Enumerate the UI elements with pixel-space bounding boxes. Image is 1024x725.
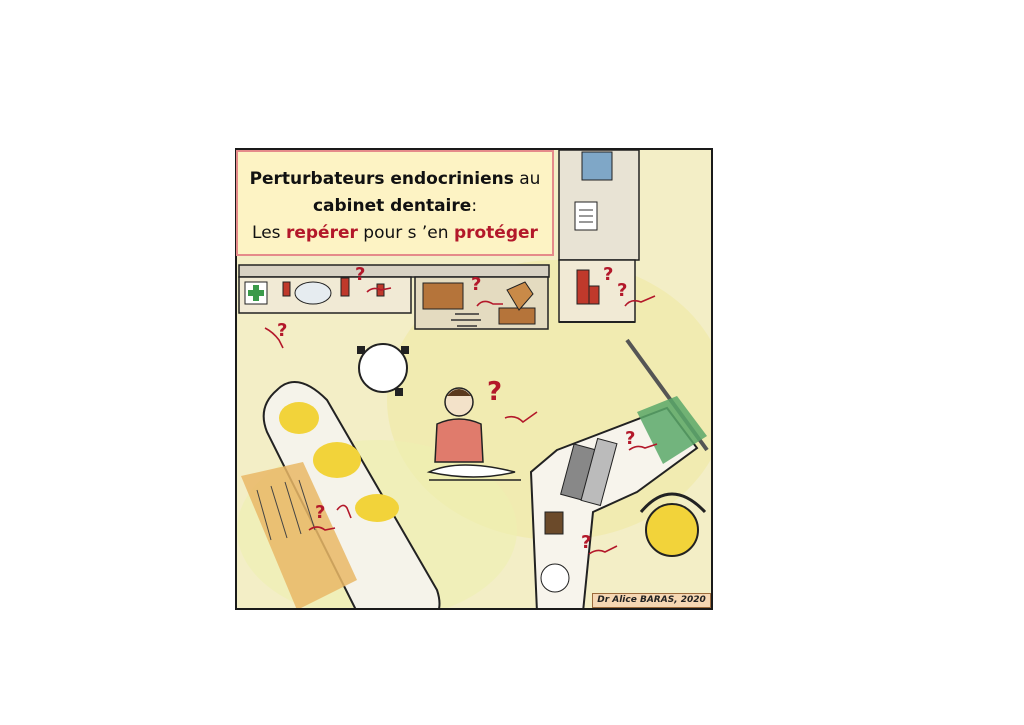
rug <box>241 462 357 608</box>
title-line-2-rest: : <box>471 196 478 216</box>
title-line-3-red1: repérer <box>285 223 358 243</box>
title-line-3-red2: protéger <box>453 223 538 243</box>
title-line-3-b: pour s ’en <box>363 223 449 243</box>
title-line-3-a: Les <box>252 223 281 243</box>
question-mark-icon: ? <box>617 280 627 301</box>
title-line-1: Perturbateurs endocriniens au <box>238 166 552 193</box>
pointing-hand-icon <box>504 411 538 424</box>
first-aid-cross-icon <box>244 281 268 305</box>
desk <box>529 396 707 608</box>
author-credit: Dr Alice BARAS, 2020 <box>592 593 711 608</box>
question-mark-icon: ? <box>581 532 591 553</box>
office-chair <box>639 492 707 557</box>
question-mark-icon: ? <box>603 264 613 285</box>
right-cabinet <box>558 150 640 323</box>
title-line-3: Les repérer pour s ’en protéger <box>238 220 552 247</box>
sink-icon <box>294 281 332 305</box>
question-mark-icon: ? <box>487 377 502 407</box>
seated-person <box>426 387 521 481</box>
pointing-hand-icon <box>336 504 352 519</box>
question-mark-icon: ? <box>625 428 635 449</box>
stool-icon <box>357 343 409 396</box>
pointing-hand-icon <box>628 443 658 451</box>
pointing-hand-icon <box>588 545 618 555</box>
wooden-tools-icon <box>422 281 536 327</box>
question-mark-icon: ? <box>471 274 481 295</box>
question-mark-icon: ? <box>315 502 325 523</box>
pointing-hand-icon <box>366 287 392 293</box>
title-line-2: cabinet dentaire: <box>238 193 552 220</box>
pointing-hands <box>264 287 658 555</box>
dental-chair <box>262 381 441 608</box>
question-markers: ? ? ? ? ? ? ? ? ? <box>277 264 635 553</box>
pointing-hand-icon <box>308 526 336 531</box>
pointing-hand-icon <box>264 327 284 349</box>
title-box: Perturbateurs endocriniens au cabinet de… <box>236 150 554 256</box>
question-mark-icon: ? <box>355 264 365 285</box>
title-line-1-rest: au <box>519 169 541 189</box>
question-mark-icon: ? <box>277 320 287 341</box>
title-line-1-bold: Perturbateurs endocriniens <box>249 169 514 189</box>
dental-office-illustration: ? ? ? ? ? ? ? ? ? <box>237 150 711 608</box>
title-line-2-bold: cabinet dentaire <box>312 196 472 216</box>
pointing-hand-icon <box>476 300 503 307</box>
pointing-hand-icon <box>624 295 656 307</box>
